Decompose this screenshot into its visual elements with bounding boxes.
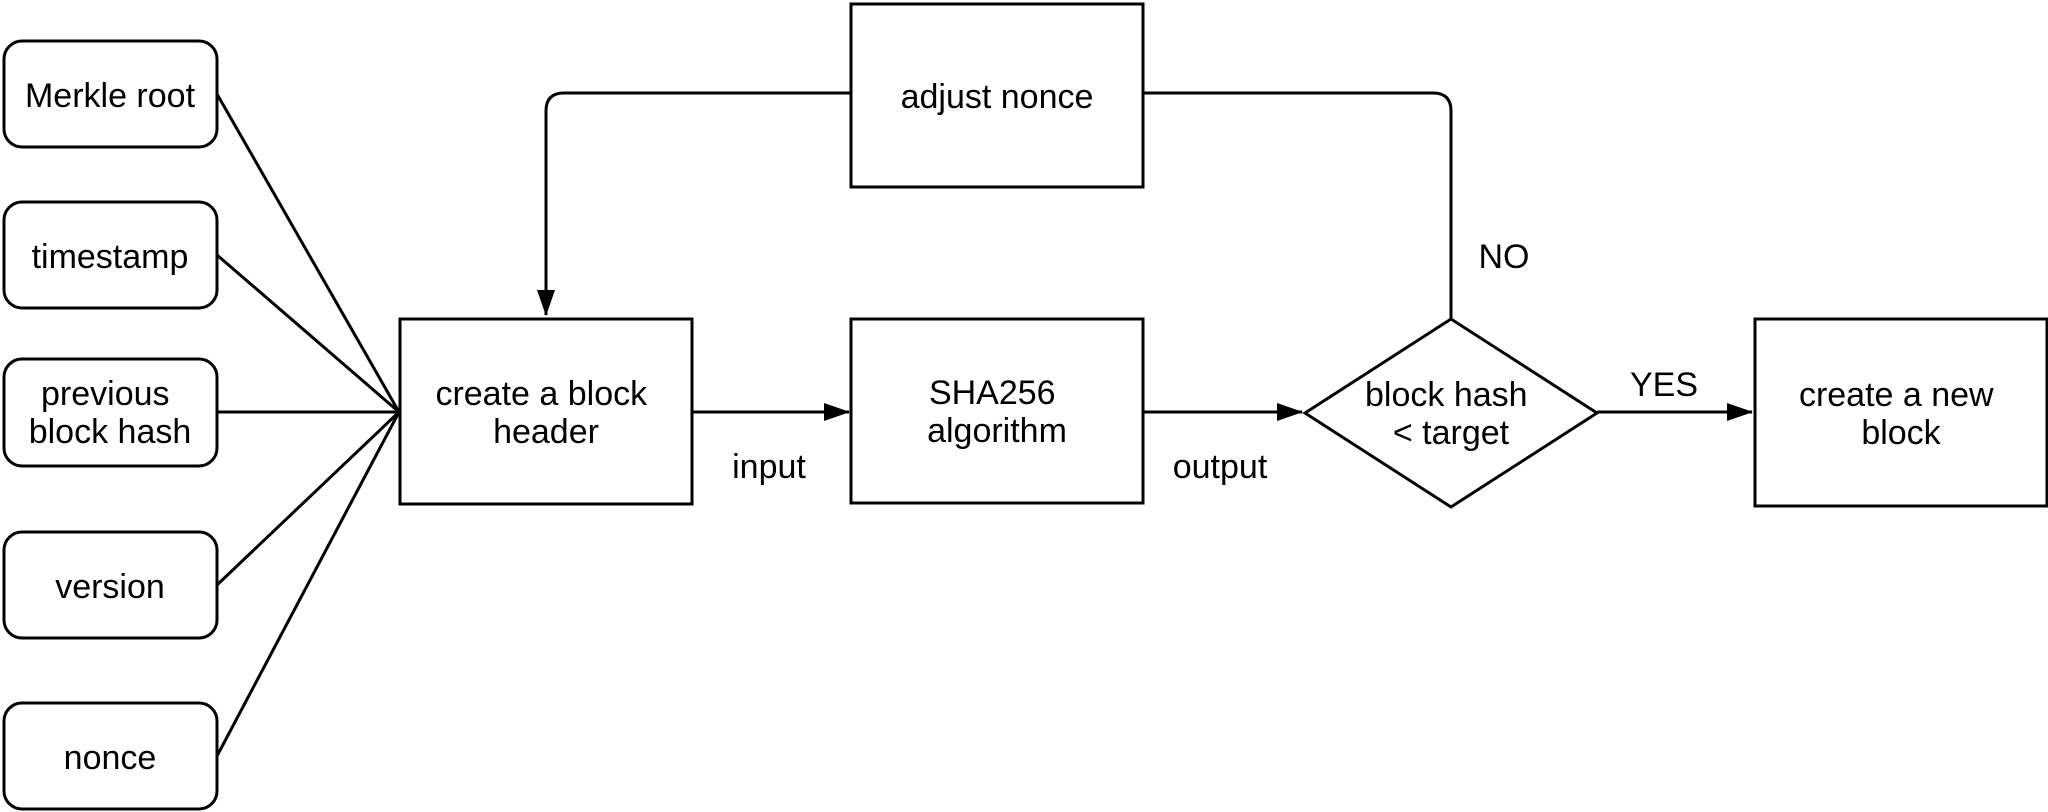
edge-label-yes: YES (1630, 366, 1698, 404)
node-timestamp (2, 200, 219, 310)
edge-label-output: output (1173, 448, 1268, 486)
node-decision-block-hash-target (1302, 317, 1600, 509)
node-previous-block-hash (2, 357, 219, 468)
node-create-new-block-label: create a new block (1799, 376, 2003, 452)
node-timestamp-label: timestamp (32, 238, 189, 276)
edge-label-no: NO (1479, 238, 1530, 276)
node-merkle-root-label: Merkle root (25, 77, 196, 115)
edge-merkle-root-to-header (215, 93, 401, 413)
node-merkle-root (2, 39, 219, 149)
node-nonce-label: nonce (64, 739, 157, 777)
node-sha256-algorithm-label: SHA256 algorithm (927, 374, 1067, 450)
node-adjust-nonce (849, 2, 1145, 189)
node-create-block-header-label: create a block header (435, 375, 656, 451)
edge-nonce-to-header (215, 411, 401, 757)
node-nonce (2, 701, 219, 811)
edge-version-to-header (215, 410, 401, 587)
node-decision-label: block hash < target (1365, 376, 1537, 452)
edge-adjust-nonce-to-header (537, 91, 851, 316)
node-version (2, 530, 219, 640)
node-create-new-block (1753, 317, 2048, 508)
edge-timestamp-to-header (216, 253, 400, 414)
node-sha256-algorithm (849, 317, 1145, 505)
node-previous-block-hash-label: previous block hash (29, 375, 192, 451)
node-version-label: version (55, 568, 165, 606)
edge-decision-to-adjust-nonce (1143, 91, 1453, 319)
node-adjust-nonce-label: adjust nonce (901, 78, 1094, 116)
edge-label-input: input (732, 448, 806, 486)
node-create-block-header (398, 317, 694, 506)
